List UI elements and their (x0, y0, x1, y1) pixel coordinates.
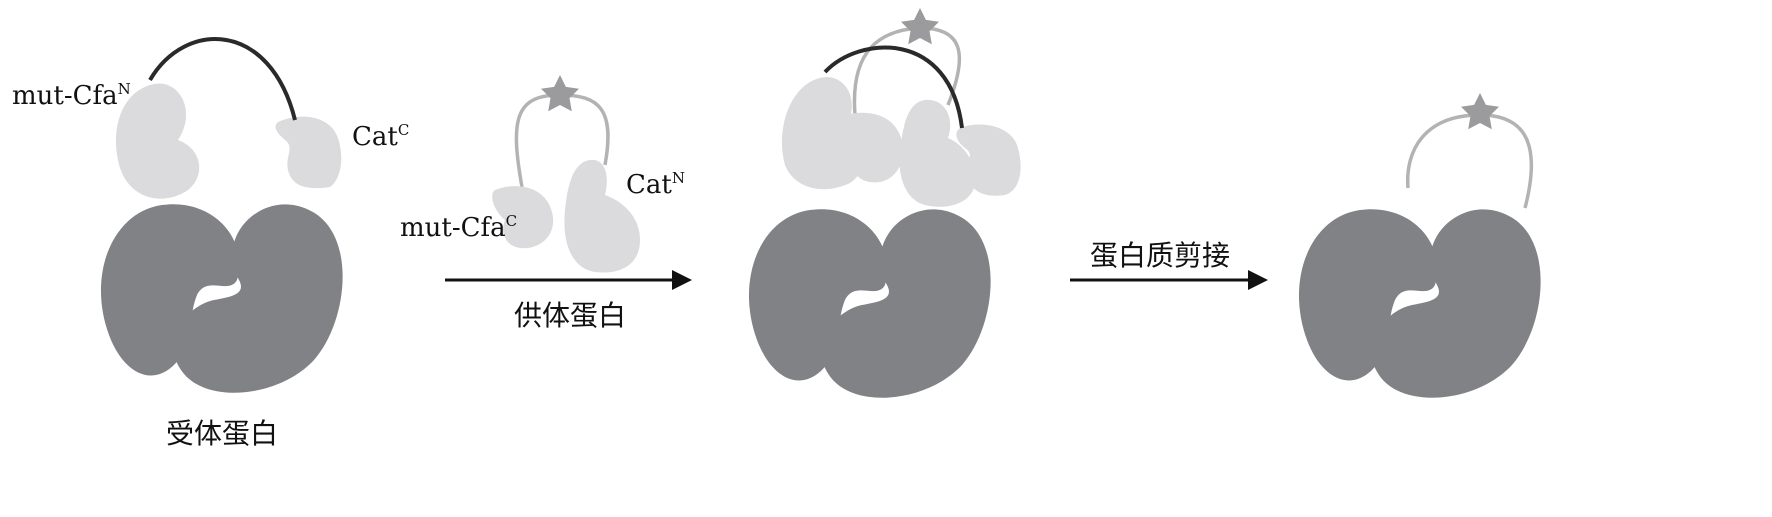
intermediate-cargo-star-icon (901, 8, 939, 45)
cat-n-domain (564, 159, 640, 273)
intermediate-mut-cfa-c-domain (840, 112, 904, 183)
intermediate-dark-linker (823, 45, 964, 129)
donor-cargo-star-icon (541, 75, 579, 112)
intermediate-light-linker (852, 26, 962, 116)
acceptor-linker (148, 37, 297, 121)
product-cargo-star-icon (1461, 93, 1499, 130)
intermediate-complex (748, 8, 1021, 398)
protein-splicing-label: 蛋白质剪接 (1090, 239, 1230, 272)
splicing-arrow: 蛋白质剪接 (1070, 239, 1268, 290)
mut-cfa-n-domain (115, 83, 200, 199)
mut-cfa-n-label: mut-CfaN (12, 80, 131, 111)
intermediate-mut-cfa-n-domain (781, 77, 864, 190)
cat-n-label: CatN (626, 169, 685, 200)
cat-c-domain (275, 116, 342, 189)
cat-c-label: CatC (352, 121, 409, 152)
donor-protein-label: 供体蛋白 (514, 299, 626, 332)
intermediate-cat-c-domain (956, 124, 1021, 196)
donor-arrow: 供体蛋白 (445, 270, 692, 332)
arrow-right-icon (1248, 270, 1268, 290)
arrow-right-icon (672, 270, 692, 290)
product-linker (1405, 113, 1534, 209)
acceptor-complex: mut-CfaN CatC 受体蛋白 (12, 37, 409, 450)
mut-cfa-c-label: mut-CfaC (400, 212, 517, 243)
acceptor-protein-label: 受体蛋白 (166, 417, 278, 450)
mut-cfa-c-domain (492, 186, 554, 249)
donor-complex: mut-CfaC CatN (400, 75, 685, 273)
intermediate-cat-n-domain (899, 99, 976, 207)
product-complex (1298, 93, 1541, 398)
